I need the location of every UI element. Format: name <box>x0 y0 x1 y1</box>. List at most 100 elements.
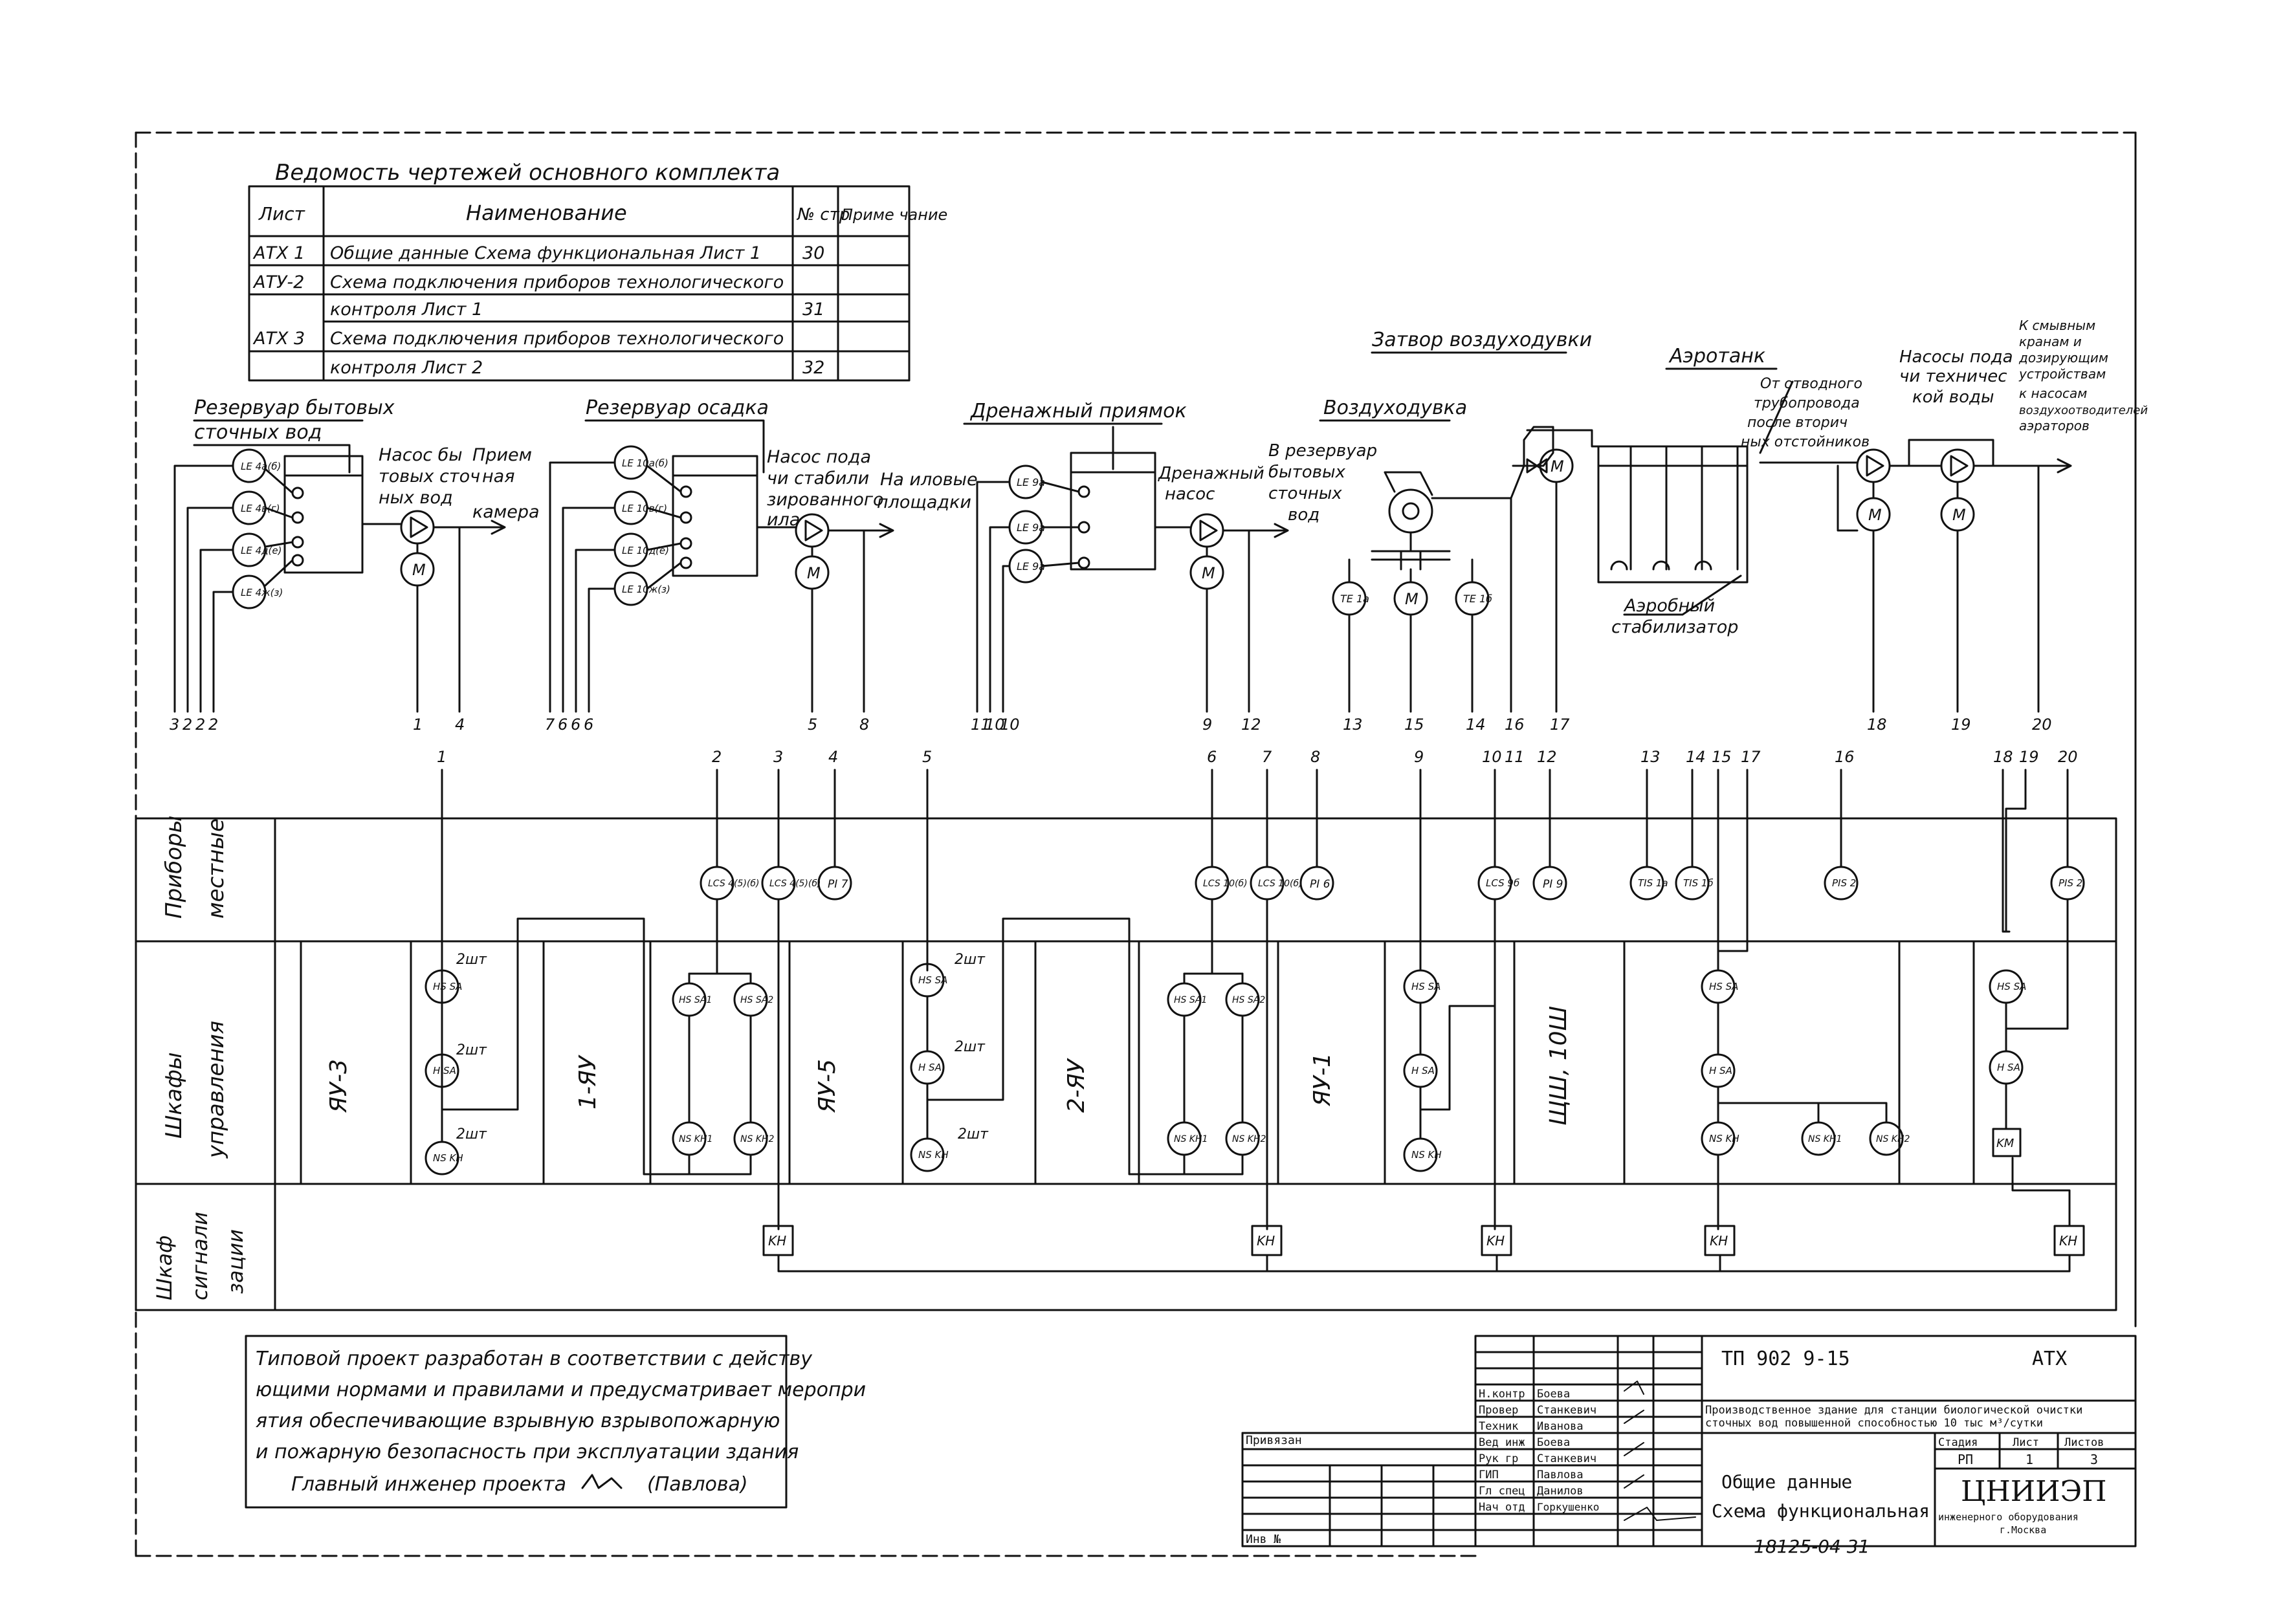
row2-sheet: АТУ-2 <box>252 272 304 292</box>
inst-6: PI 6 <box>1310 878 1330 891</box>
row-local-1: Приборы <box>161 816 187 919</box>
kh-4: KH <box>1710 1233 1728 1249</box>
top-n2: 2 <box>712 748 722 766</box>
c4-ns: NS KH <box>1709 1133 1739 1144</box>
drain-n2: 10 <box>985 716 1005 734</box>
top-n12: 12 <box>1537 748 1557 766</box>
stab-1: Аэробный <box>1623 596 1715 616</box>
reservoir-household-wastewater: Резервуар бытовых сточных вод LE 4а(б) L… <box>170 397 540 734</box>
signal-boxes: KH KH KH KH KH <box>762 1157 2085 1273</box>
c1-hs2: HS SA2 <box>740 995 773 1005</box>
drain-p1: 9 <box>1202 716 1212 734</box>
res2-p2: 8 <box>859 716 869 734</box>
tb-sheets-v: 3 <box>2090 1452 2098 1467</box>
blower-n16: 16 <box>1505 716 1525 734</box>
res2-le-3: LE 10д(е) <box>622 545 669 556</box>
res1-n1: 3 <box>170 716 179 734</box>
res1-n3: 2 <box>195 716 205 734</box>
name-7: Данилов <box>1537 1485 1584 1498</box>
tech-out-2: кранам и <box>2019 334 2082 349</box>
tb-sheet-v: 1 <box>2026 1452 2033 1467</box>
name-1: Боева <box>1537 1388 1570 1401</box>
c1-h: H SA <box>433 1065 456 1077</box>
gate-motor: M <box>1551 457 1564 476</box>
panel-top-numbers: 1 2 3 4 5 6 7 8 9 10 11 12 13 14 15 17 1… <box>437 748 2078 766</box>
drain-title: Дренажный приямок <box>969 400 1187 422</box>
footer-number: 18125-04 31 <box>1754 1536 1870 1557</box>
res1-n2: 2 <box>182 716 192 734</box>
tb-title-1: Общие данные <box>1721 1471 1852 1492</box>
res1-le-1: LE 4а(б) <box>241 461 281 472</box>
name-2: Станкевич <box>1537 1404 1596 1417</box>
cabinet-4: 2-ЯУ <box>1063 1058 1090 1113</box>
top-n16: 16 <box>1835 748 1855 766</box>
blower: Затвор воздуходувки Воздуходувка TE 1а M… <box>1319 329 1749 734</box>
drain-le-2: LE 9а <box>1017 521 1045 534</box>
res1-out-3: камера <box>472 502 540 522</box>
role-6: ГИП <box>1479 1469 1499 1481</box>
res2-p1: 5 <box>808 716 817 734</box>
res1-le-2: LE 4в(г) <box>241 503 280 514</box>
cabinet-3: ЯУ-5 <box>814 1059 841 1113</box>
top-n1: 1 <box>437 748 447 766</box>
row-labels: Приборы местные Шкафы управления Шкаф си… <box>152 816 248 1300</box>
res1-pump-2: товых сточ <box>379 466 480 486</box>
tb-code: ТП 902 9-15 <box>1721 1348 1850 1370</box>
name-4: Боева <box>1537 1436 1570 1449</box>
tech-out-5: к насосам <box>2019 386 2087 401</box>
note-line-2: ющими нормами и правилами и предусматрив… <box>256 1379 866 1401</box>
sheet-index-title: Ведомость чертежей основного комплекта <box>275 160 780 186</box>
role-8: Нач отд <box>1479 1501 1525 1514</box>
c1-ns2: NS KH2 <box>740 1134 775 1144</box>
res2-n3: 6 <box>571 716 580 734</box>
blower-n13: 13 <box>1343 716 1363 734</box>
top-n19: 19 <box>2019 748 2039 766</box>
role-1: Н.контр <box>1479 1388 1525 1401</box>
reservoir-sludge: Резервуар осадка LE 10а(б) LE 10в(г) LE … <box>545 397 978 734</box>
note-line-4: и пожарную безопасность при эксплуатации… <box>256 1441 799 1463</box>
c2-ns: NS KH <box>918 1149 949 1161</box>
aero-from-3: после вторич <box>1747 415 1848 431</box>
top-n18: 18 <box>1993 748 2013 766</box>
res2-n4: 6 <box>584 716 593 734</box>
cabinet-2: 1-ЯУ <box>575 1055 601 1110</box>
role-5: Рук гр <box>1479 1452 1518 1465</box>
inst-11: PIS 2 <box>1832 877 1856 889</box>
c3-h: H SA <box>1411 1065 1435 1077</box>
tb-sheets-h: Листов <box>2064 1436 2104 1449</box>
res2-pump-3: зированного <box>767 490 884 510</box>
role-3: Техник <box>1479 1420 1518 1433</box>
res1-p1: 1 <box>413 716 423 734</box>
drain-out-2: бытовых <box>1268 463 1345 482</box>
res2-motor: M <box>807 564 821 582</box>
res2-out-2: площадки <box>877 492 971 512</box>
c1-hs: HS SA <box>433 981 462 992</box>
top-n17: 17 <box>1741 748 1761 766</box>
top-n20: 20 <box>2058 748 2078 766</box>
tb-stage-h: Стадия <box>1938 1436 1978 1449</box>
note-line-3: ятия обеспечивающие взрывную взрывопожар… <box>256 1410 780 1432</box>
col-page: № стр <box>796 205 850 224</box>
c2-qty3: 2шт <box>958 1126 989 1142</box>
tb-org-sub-2: г.Москва <box>2000 1524 2046 1536</box>
name-6: Павлова <box>1537 1469 1584 1481</box>
c2-ns1: NS KH1 <box>1174 1134 1208 1144</box>
row-local-2: местные <box>203 818 229 919</box>
tb-privyazan: Привязан <box>1246 1434 1302 1447</box>
res2-pump-2: чи стабили <box>767 468 869 488</box>
inst-2: LCS 4(5)(б) <box>769 879 821 889</box>
res2-title: Резервуар осадка <box>586 397 769 419</box>
tech-title-3: кой воды <box>1912 388 1994 407</box>
inst-3: PI 7 <box>828 878 848 891</box>
tb-org: ЦНИИЭП <box>1961 1475 2107 1508</box>
role-7: Гл спец <box>1479 1485 1525 1498</box>
c3-ns: NS KH <box>1411 1149 1442 1161</box>
top-n6: 6 <box>1207 748 1217 766</box>
drain-out-3: сточных <box>1268 484 1342 503</box>
c2-hs1: HS SA1 <box>1174 995 1207 1005</box>
c5-hs: HS SA <box>1997 981 2026 992</box>
inst-4: LCS 10(б) <box>1203 879 1248 889</box>
res1-le-3: LE 4д(е) <box>241 545 281 556</box>
drain-pit: Дренажный приямок LE 9а LE 9а LE 9а M Др… <box>963 400 1377 734</box>
